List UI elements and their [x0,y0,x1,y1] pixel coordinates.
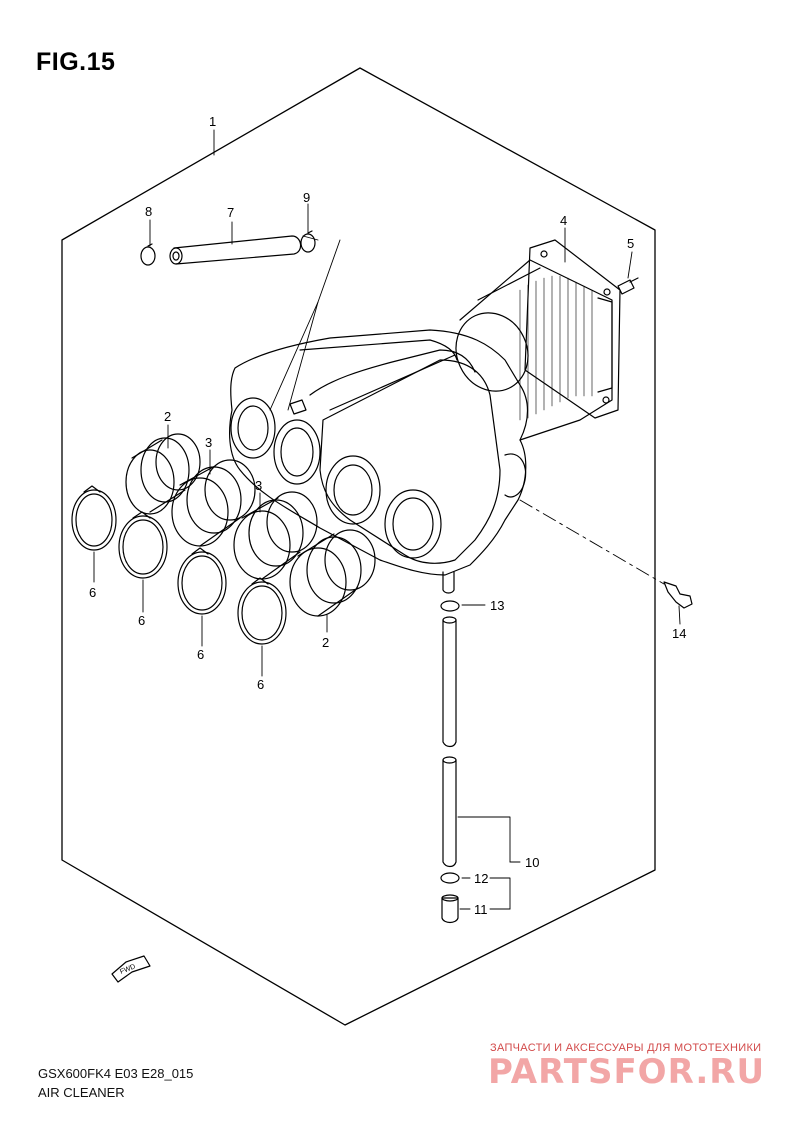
callout-6-a: 6 [89,585,96,600]
plug-part-11 [441,894,459,924]
air-filter-element [455,239,621,441]
model-code: GSX600FK4 E03 E28_015 [38,1066,194,1081]
figure-title: FIG.15 [36,48,116,76]
clip-part-8 [140,243,156,266]
callout-14: 14 [672,626,686,641]
callout-2-lower: 2 [322,635,329,650]
callout-2-upper: 2 [164,409,171,424]
watermark-tagline: ЗАПЧАСТИ И АКСЕССУАРЫ ДЛЯ МОТОТЕХНИКИ [490,1042,762,1054]
section-name: AIR CLEANER [38,1085,125,1100]
screw-part-5 [617,277,639,295]
assembly-boundary [61,67,656,1026]
callout-8: 8 [145,204,152,219]
clip-part-12 [440,872,460,884]
callout-5: 5 [627,236,634,251]
callout-labels: 1 2 2 3 3 4 5 6 6 6 6 7 8 9 10 11 12 13 … [89,114,686,917]
fwd-arrow-icon: FWD [111,955,151,983]
bolt-part-14 [663,581,693,609]
callout-7: 7 [227,205,234,220]
callout-13: 13 [490,598,504,613]
breather-hose-part-7 [169,235,302,265]
callout-10: 10 [525,855,539,870]
clip-part-13 [440,600,460,612]
intake-boot-3-lower [233,491,318,580]
clamp-part-6-b [118,511,168,579]
watermark-logo: PARTSFOR.RU [488,1052,766,1092]
callout-6-d: 6 [257,677,264,692]
leader-lines [93,129,681,910]
filter-pleats [519,275,593,421]
clamp-part-6-c [177,547,227,615]
callout-11: 11 [474,902,488,917]
callout-12: 12 [474,871,488,886]
clamp-part-6-d [237,577,287,645]
intake-boot-2-lower [289,529,376,617]
callout-6-b: 6 [138,613,145,628]
callout-3-lower: 3 [255,478,262,493]
callout-3-upper: 3 [205,435,212,450]
callout-4: 4 [560,213,567,228]
intake-boot-3-upper [171,459,256,547]
callout-1: 1 [209,114,216,129]
drain-hose-part-10 [442,616,457,868]
intake-boot-2-upper [125,433,201,515]
callout-9: 9 [303,190,310,205]
clamp-part-6-a [71,485,117,551]
callout-6-c: 6 [197,647,204,662]
air-cleaner-box [229,329,529,594]
